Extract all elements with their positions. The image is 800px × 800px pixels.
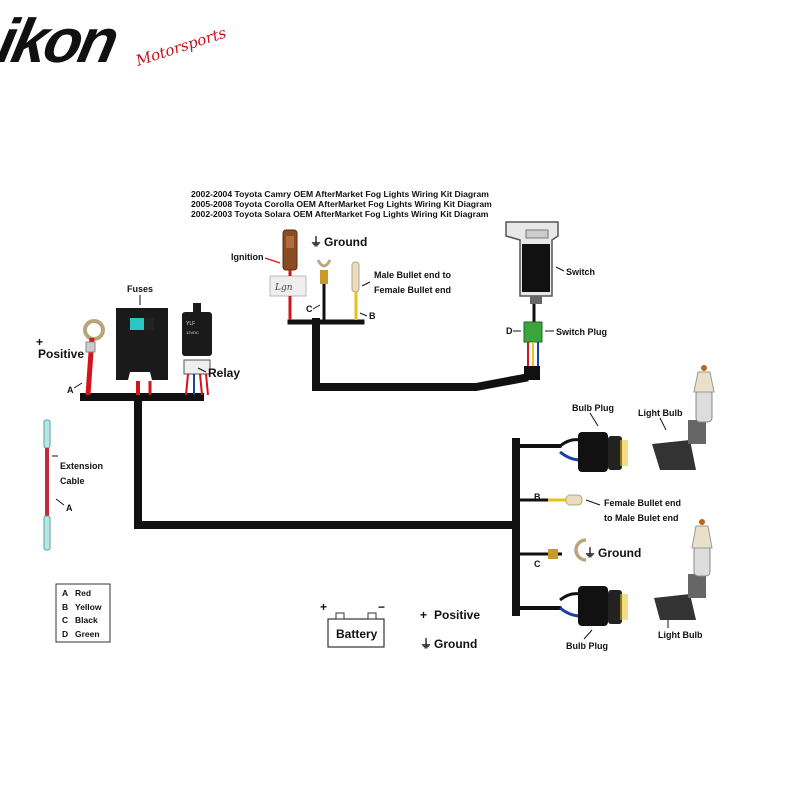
positive-label: Positive	[38, 347, 84, 361]
color-legend: A Red B Yellow C Black D Green	[55, 583, 111, 643]
arrow-icon	[264, 257, 281, 264]
relay-module: YLF 12VDC	[182, 303, 212, 396]
light-bulb-label-bottom: Light Bulb	[658, 630, 703, 640]
male-bullet-top	[351, 261, 360, 320]
diagram-titles: 2002-2004 Toyota Camry OEM AfterMarket F…	[191, 189, 492, 219]
ground-label-top: Ground	[324, 235, 367, 249]
light-bulb-top	[652, 365, 715, 470]
legend-color-a: Red	[75, 588, 91, 598]
ground-label-right: Ground	[598, 546, 641, 560]
arrow-icon	[583, 629, 593, 640]
marker-c-right: C	[534, 559, 541, 569]
fuse-icon	[130, 318, 144, 330]
marker-a-positive: A	[67, 385, 74, 395]
ignition-label: Ignition	[231, 252, 264, 262]
battery-ground-symbol: ⏚	[420, 637, 432, 651]
fuses-label: Fuses	[127, 284, 153, 294]
female-bullet-label-1: Female Bullet end	[604, 498, 681, 508]
harness-switch-run	[312, 338, 529, 391]
relay-label: Relay	[208, 366, 240, 380]
arrow-icon	[659, 417, 667, 431]
bulb-plug-label-top: Bulb Plug	[572, 403, 614, 413]
arrow-icon	[555, 266, 565, 272]
ignition-sticker-text: Lgn	[274, 283, 293, 293]
title-line-2: 2005-2008 Toyota Corolla OEM AfterMarket…	[191, 199, 492, 209]
brand-logo: ikon Motorsports	[0, 7, 229, 76]
legend-code-b: B	[62, 602, 68, 612]
marker-c-top: C	[306, 304, 313, 314]
extension-cable	[43, 419, 51, 551]
ground-fork-terminal-right	[548, 538, 587, 562]
fuse-box	[116, 308, 168, 395]
light-bulb-label-top: Light Bulb	[638, 408, 683, 418]
marker-b-right: B	[534, 492, 541, 502]
battery-ground-label: Ground	[434, 637, 477, 651]
switch-plug-label: Switch Plug	[556, 327, 607, 337]
male-bullet-label-1: Male Bullet end to	[374, 270, 452, 280]
bulb-plug-label-bottom: Bulb Plug	[566, 641, 608, 651]
male-bullet-label-2: Female Bullet end	[374, 285, 451, 295]
marker-b-top: B	[369, 311, 376, 321]
ground-fork-terminal-top	[316, 259, 332, 320]
ground-symbol-right: ⏚	[584, 546, 596, 560]
arrow-icon	[585, 499, 601, 506]
legend-color-c: Black	[75, 615, 98, 625]
switch-module	[505, 221, 559, 322]
relay-print-1: YLF	[186, 321, 195, 327]
harness-branches	[514, 444, 562, 610]
arrow-icon	[312, 304, 321, 310]
logo-script: Motorsports	[133, 24, 229, 71]
arrow-icon	[73, 382, 83, 389]
logo-wordmark: ikon	[0, 7, 123, 76]
female-bullet-right	[548, 494, 583, 506]
switch-plug	[523, 321, 543, 380]
battery-positive-sign: +	[420, 608, 427, 622]
arrow-icon	[361, 281, 371, 287]
relay-print-2: 12VDC	[186, 330, 199, 335]
legend-code-a: A	[62, 588, 68, 598]
legend-color-d: Green	[75, 629, 100, 639]
ignition-connector: Lgn	[269, 229, 307, 320]
main-harness	[80, 318, 529, 616]
legend-color-b: Yellow	[75, 602, 102, 612]
positive-sign: +	[36, 335, 43, 349]
title-line-1: 2002-2004 Toyota Camry OEM AfterMarket F…	[191, 189, 489, 199]
light-bulb-bottom	[654, 519, 713, 620]
arrow-icon	[197, 367, 207, 373]
battery-minus-sign: −	[378, 600, 385, 614]
extension-label-2: Cable	[60, 476, 85, 486]
marker-d: D	[506, 326, 513, 336]
battery-icon	[327, 612, 385, 648]
legend-code-c: C	[62, 615, 68, 625]
ground-symbol-top: ⏚	[310, 235, 322, 249]
battery-plus-sign: +	[320, 600, 327, 614]
arrow-icon	[359, 312, 368, 317]
positive-ring-terminal	[83, 319, 105, 396]
bulb-plug-bottom	[559, 586, 628, 626]
legend-code-d: D	[62, 629, 68, 639]
marker-a-extension: A	[66, 503, 73, 513]
female-bullet-label-2: to Male Bulet end	[604, 513, 679, 523]
battery-label: Battery	[336, 627, 378, 641]
battery-positive-label: Positive	[434, 608, 480, 622]
title-line-3: 2002-2003 Toyota Solara OEM AfterMarket …	[191, 209, 489, 219]
arrow-icon	[55, 498, 65, 506]
bulb-plug-top	[559, 432, 628, 472]
switch-label: Switch	[566, 267, 595, 277]
extension-label-1: Extension	[60, 461, 103, 471]
arrow-icon	[589, 412, 599, 427]
